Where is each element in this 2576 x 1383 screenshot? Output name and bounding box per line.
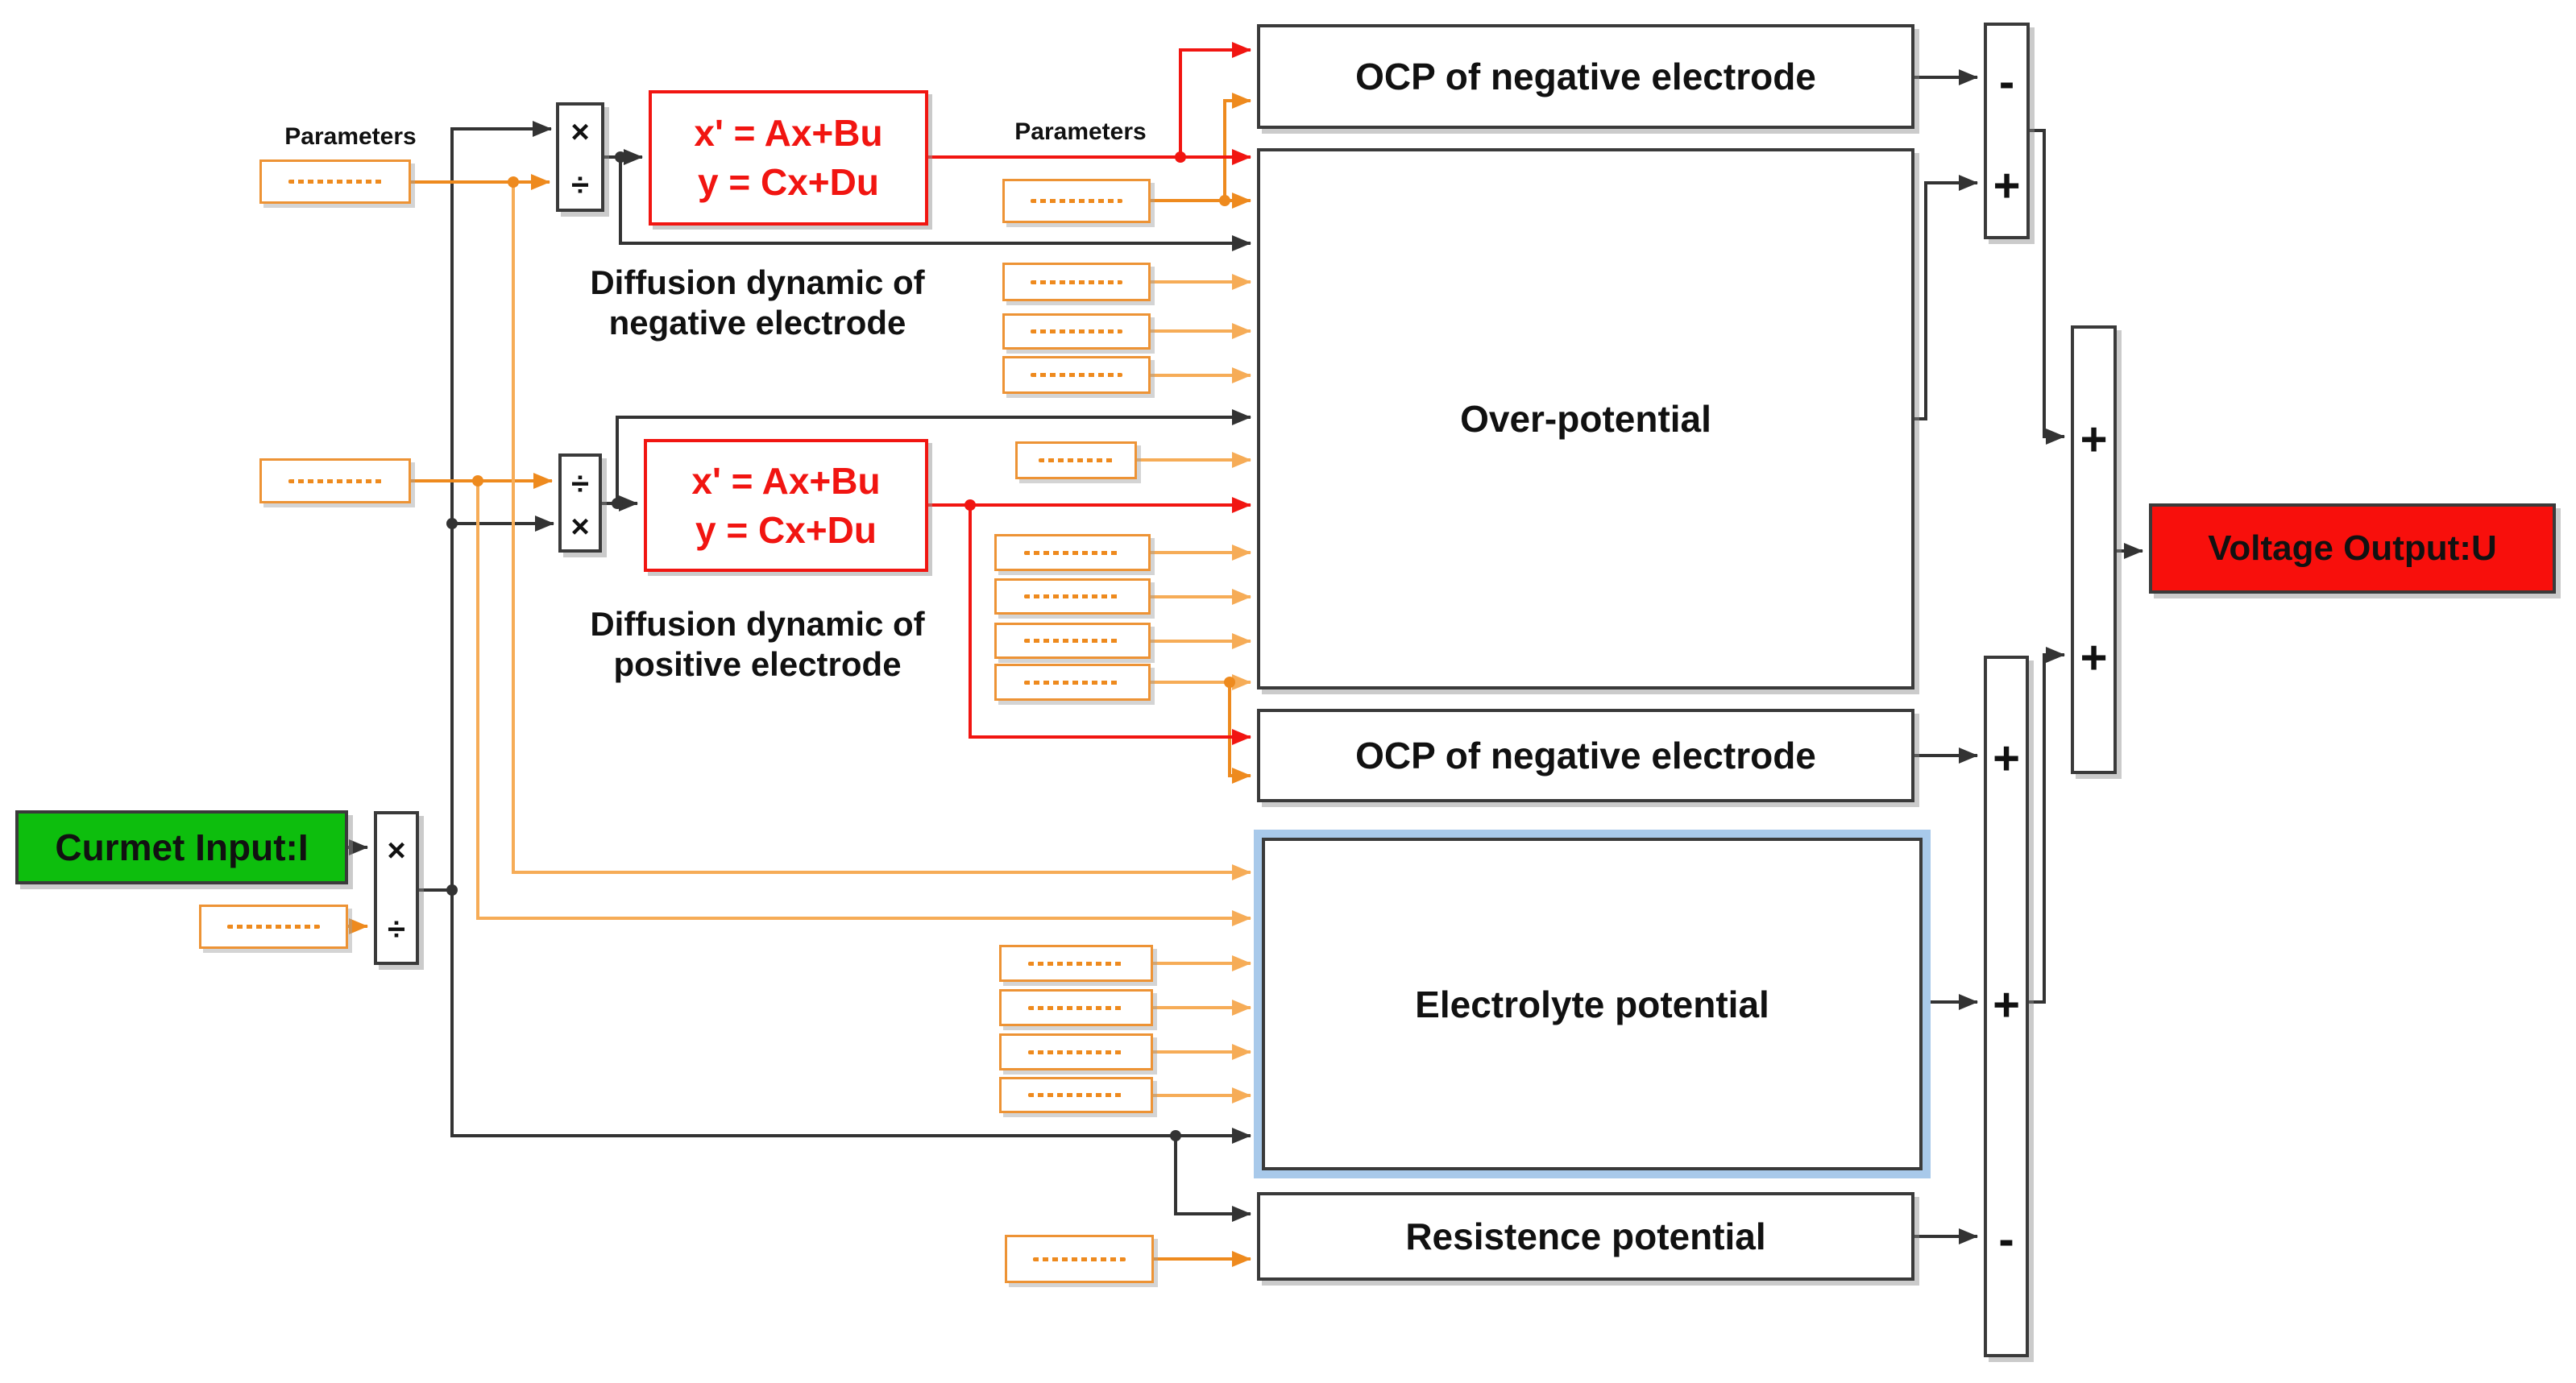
wire-current-up-to-product1[interactable] — [450, 121, 552, 890]
param-box-overpotential-4[interactable] — [1015, 441, 1137, 479]
param-dotted-text — [1033, 1257, 1126, 1261]
param-dotted-text — [1031, 279, 1122, 284]
param-dotted-text — [1028, 961, 1124, 966]
param-dotted-text — [1031, 199, 1122, 203]
current-input-label: Curmet Input:I — [55, 826, 309, 868]
wire-current-to-resistence[interactable] — [1174, 1136, 1251, 1222]
param-box-electrolyte-1[interactable] — [999, 945, 1153, 982]
sum-block-bottom[interactable]: + + - — [1984, 656, 2029, 1357]
param-dotted-text — [1028, 1005, 1124, 1010]
param-box-overpotential-5[interactable] — [994, 534, 1151, 571]
voltage-output-label: Voltage Output:U — [2208, 528, 2497, 568]
param-dotted-text — [1031, 329, 1122, 333]
wire-param1-to-electrolyte[interactable] — [512, 182, 1251, 880]
plus-sign: + — [2080, 631, 2108, 684]
param-box-electrolyte-3[interactable] — [999, 1033, 1153, 1070]
divide-sign: ÷ — [571, 168, 589, 203]
wire-sum-top-to-final[interactable] — [2030, 129, 2065, 445]
param-box-electrolyte-2[interactable] — [999, 989, 1153, 1026]
wire-product2-to-overpotential[interactable] — [616, 409, 1251, 503]
state-space-positive-block[interactable]: x' = Ax+Bu y = Cx+Du — [644, 439, 928, 572]
param-dotted-text — [1023, 680, 1122, 685]
plus-sign: + — [2080, 413, 2108, 466]
voltage-output-block[interactable]: Voltage Output:U — [2149, 503, 2556, 594]
plus-sign: + — [1993, 159, 2021, 212]
times-sign: × — [570, 509, 590, 545]
state-space-negative-block[interactable]: x' = Ax+Bu y = Cx+Du — [649, 90, 928, 226]
wire-param-branch-to-ocp-bottom[interactable] — [1228, 682, 1251, 784]
ocp-negative-top-block[interactable]: OCP of negative electrode — [1257, 24, 1914, 129]
param-box-overpotential-6[interactable] — [994, 578, 1151, 615]
param-dotted-text — [227, 925, 320, 929]
wire-statespace1-to-ocp-top[interactable] — [1179, 42, 1251, 157]
wire-param2-to-electrolyte[interactable] — [476, 481, 1251, 926]
over-potential-block[interactable]: Over-potential — [1257, 148, 1914, 689]
minus-sign: - — [1998, 56, 2015, 108]
param-dotted-text — [288, 478, 383, 483]
param-box-mid-top[interactable] — [1002, 179, 1151, 223]
param-box-electrolyte-4[interactable] — [999, 1077, 1153, 1113]
param-box-overpotential-1[interactable] — [1002, 263, 1151, 301]
param-dotted-text — [1031, 373, 1122, 377]
plus-sign: + — [1993, 732, 2020, 785]
param-box-overpotential-8[interactable] — [994, 664, 1151, 701]
times-sign: × — [387, 833, 406, 868]
param-box-overpotential-3[interactable] — [1002, 356, 1151, 394]
times-sign: × — [570, 114, 590, 150]
plus-sign: + — [1993, 979, 2020, 1031]
minus-sign: - — [1998, 1213, 2014, 1265]
diffusion-positive-label: Diffusion dynamic of positive electrode — [590, 605, 925, 684]
electrolyte-potential-block[interactable]: Electrolyte potential — [1254, 830, 1931, 1178]
param-dotted-text — [1023, 639, 1122, 643]
ocp-negative-bottom-block[interactable]: OCP of negative electrode — [1257, 709, 1914, 802]
sum-block-final[interactable]: + + — [2071, 325, 2117, 774]
parameters-label-left: Parameters — [284, 123, 417, 150]
junction-dots — [446, 151, 1235, 1141]
wire-overpotential-to-sum[interactable] — [1914, 175, 1978, 420]
parameters-label-middle: Parameters — [1014, 118, 1147, 145]
param-box-negative[interactable] — [259, 159, 411, 204]
param-box-overpotential-2[interactable] — [1002, 313, 1151, 350]
param-box-overpotential-7[interactable] — [994, 623, 1151, 659]
wire-product1-to-overpotential[interactable] — [619, 157, 1251, 251]
param-dotted-text — [1039, 458, 1114, 462]
param-dotted-text — [1028, 1093, 1124, 1097]
current-input-block[interactable]: Curmet Input:I — [15, 810, 348, 884]
wire-current-to-electrolyte[interactable] — [450, 890, 1251, 1144]
wire-sum-bottom-to-final[interactable] — [2029, 647, 2065, 1004]
param-box-positive[interactable] — [259, 458, 411, 503]
product-block-current[interactable]: × ÷ — [374, 811, 419, 965]
divide-sign: ÷ — [571, 466, 589, 502]
param-dotted-text — [1028, 1050, 1124, 1054]
product-block-positive[interactable]: ÷ × — [558, 453, 602, 553]
param-dotted-text — [1023, 594, 1122, 598]
product-block-negative[interactable]: × ÷ — [556, 102, 604, 212]
sum-block-top[interactable]: - + — [1984, 23, 2030, 239]
diffusion-negative-label: Diffusion dynamic of negative electrode — [590, 263, 925, 342]
param-dotted-text — [1023, 550, 1122, 555]
param-box-resistence[interactable] — [1005, 1235, 1154, 1283]
wire-statespace2-to-ocp-bottom[interactable] — [969, 505, 1251, 745]
param-box-current[interactable] — [199, 905, 348, 949]
wire-parammid-to-ocp-top[interactable] — [1223, 93, 1251, 201]
resistence-potential-block[interactable]: Resistence potential — [1257, 1192, 1914, 1281]
divide-sign: ÷ — [388, 912, 405, 947]
param-dotted-text — [288, 180, 383, 184]
